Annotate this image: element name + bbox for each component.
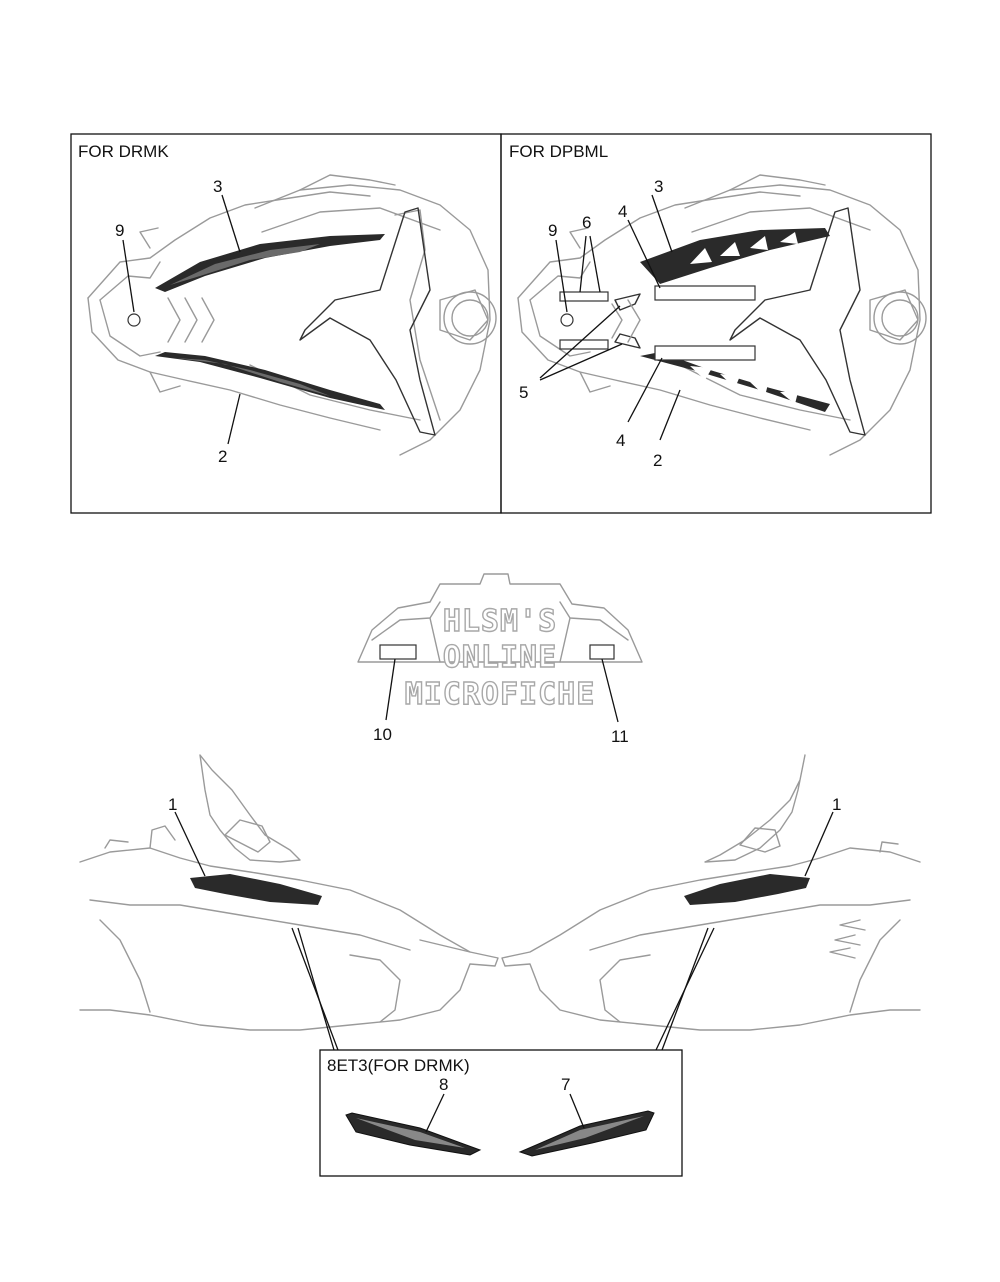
side-view-right: 1 <box>501 754 921 1051</box>
decal-10 <box>379 644 417 660</box>
leader-inset-8 <box>425 1093 445 1133</box>
gauge-ring-inner-left <box>451 299 489 337</box>
leader-tr-5a <box>539 305 621 379</box>
callout-rear-11: 11 <box>611 727 629 746</box>
rear-view: HLSM'S ONLINE MICROFICHE 10 11 <box>357 573 643 746</box>
gauge-ring-inner <box>881 299 919 337</box>
rear-cowl-seam-l <box>429 617 441 663</box>
chevron-1 <box>167 297 181 343</box>
emblem-9-left <box>127 313 141 327</box>
leader-tr-3 <box>651 194 673 253</box>
callout-tr-4b: 4 <box>616 431 625 450</box>
rear-cowl-line-r <box>559 601 629 641</box>
decal-6-lower <box>559 339 609 350</box>
leader-side-right-inset-b <box>661 927 709 1051</box>
callout-tr-9: 9 <box>548 221 557 240</box>
leader-side-left-inset-b <box>297 927 335 1051</box>
callout-side-right-1: 1 <box>832 795 841 814</box>
leader-rear-11 <box>601 658 619 723</box>
watermark-line1: HLSM'S <box>443 604 557 639</box>
panel-label-drmk: FOR DRMK <box>78 142 169 161</box>
decal-6-upper <box>559 291 609 302</box>
callout-side-left-1: 1 <box>168 795 177 814</box>
callout-tl-3: 3 <box>213 177 222 196</box>
hood-outline-left <box>87 174 491 456</box>
leader-side-left-1 <box>174 811 206 877</box>
watermark-line3: MICROFICHE <box>405 677 596 712</box>
leader-tl-9 <box>122 239 135 313</box>
inset-border <box>319 1049 683 1177</box>
decal-graphic-upper-cutouts <box>690 232 798 264</box>
rear-cowl-line-l <box>371 601 441 641</box>
windshield-left <box>199 754 301 863</box>
leader-tr-2 <box>659 389 681 441</box>
callout-tl-2: 2 <box>218 447 227 466</box>
panel-for-drmk: FOR DRMK 3 9 <box>70 133 502 514</box>
rear-cowl-seam-r <box>559 617 571 663</box>
chevron-r-1 <box>627 299 641 343</box>
leader-rear-10 <box>385 658 396 721</box>
inset-label: 8ET3(FOR DRMK) <box>327 1056 470 1075</box>
decal-8-shade <box>356 1118 465 1148</box>
callout-rear-10: 10 <box>373 725 392 744</box>
decal-7-shade <box>535 1116 644 1150</box>
decal-4-upper <box>654 285 756 301</box>
panel-border-right <box>500 133 932 514</box>
watermark-line2: ONLINE <box>443 640 557 675</box>
leader-tr-9 <box>555 239 568 313</box>
callout-tl-9: 9 <box>115 221 124 240</box>
callout-tr-4a: 4 <box>618 202 627 221</box>
panel-for-dpbml: FOR DPBML <box>443 133 932 514</box>
chevron-3 <box>201 297 215 343</box>
decal-1-left <box>190 874 322 905</box>
callout-tr-2: 2 <box>653 451 662 470</box>
callout-tr-3: 3 <box>654 177 663 196</box>
callout-tr-6: 6 <box>582 213 591 232</box>
decal-stripe-upper-shade-left <box>170 244 320 285</box>
callout-tr-5: 5 <box>519 383 528 402</box>
rear-cowl-outline <box>357 573 643 663</box>
leader-tr-6a <box>579 235 587 293</box>
decal-4-lower <box>654 345 756 361</box>
callout-inset-7: 7 <box>561 1075 570 1094</box>
chevron-2 <box>184 297 198 343</box>
leader-inset-7 <box>569 1093 585 1129</box>
leader-side-right-1 <box>804 811 834 877</box>
decal-5-lower <box>614 333 641 349</box>
emblem-9-right <box>560 313 574 327</box>
decal-stripe-lower-left <box>155 352 385 410</box>
leader-tr-5b <box>539 343 623 381</box>
gauge-ring-outer <box>873 291 927 345</box>
decal-1-right <box>684 874 810 905</box>
inset-8et3: 8ET3(FOR DRMK) 8 7 <box>319 1049 683 1177</box>
gauge-ring-outer-left <box>443 291 497 345</box>
seat-cowl-left <box>299 207 436 436</box>
decal-graphic-lower-cutouts <box>690 366 798 404</box>
leader-tr-4a <box>627 219 661 289</box>
leader-tr-4b <box>627 357 663 423</box>
windshield-right <box>704 754 806 863</box>
decal-stripe-upper-left <box>155 234 385 292</box>
callout-inset-8: 8 <box>439 1075 448 1094</box>
leader-side-left-inset-a <box>291 927 339 1051</box>
leader-tl-3 <box>221 194 241 253</box>
panel-label-dpbml: FOR DPBML <box>509 142 608 161</box>
leader-tr-6b <box>589 235 601 293</box>
seat-cowl-right <box>729 207 866 436</box>
side-view-left: 1 <box>79 754 499 1051</box>
leader-tl-2 <box>227 393 241 445</box>
decal-11 <box>589 644 615 660</box>
